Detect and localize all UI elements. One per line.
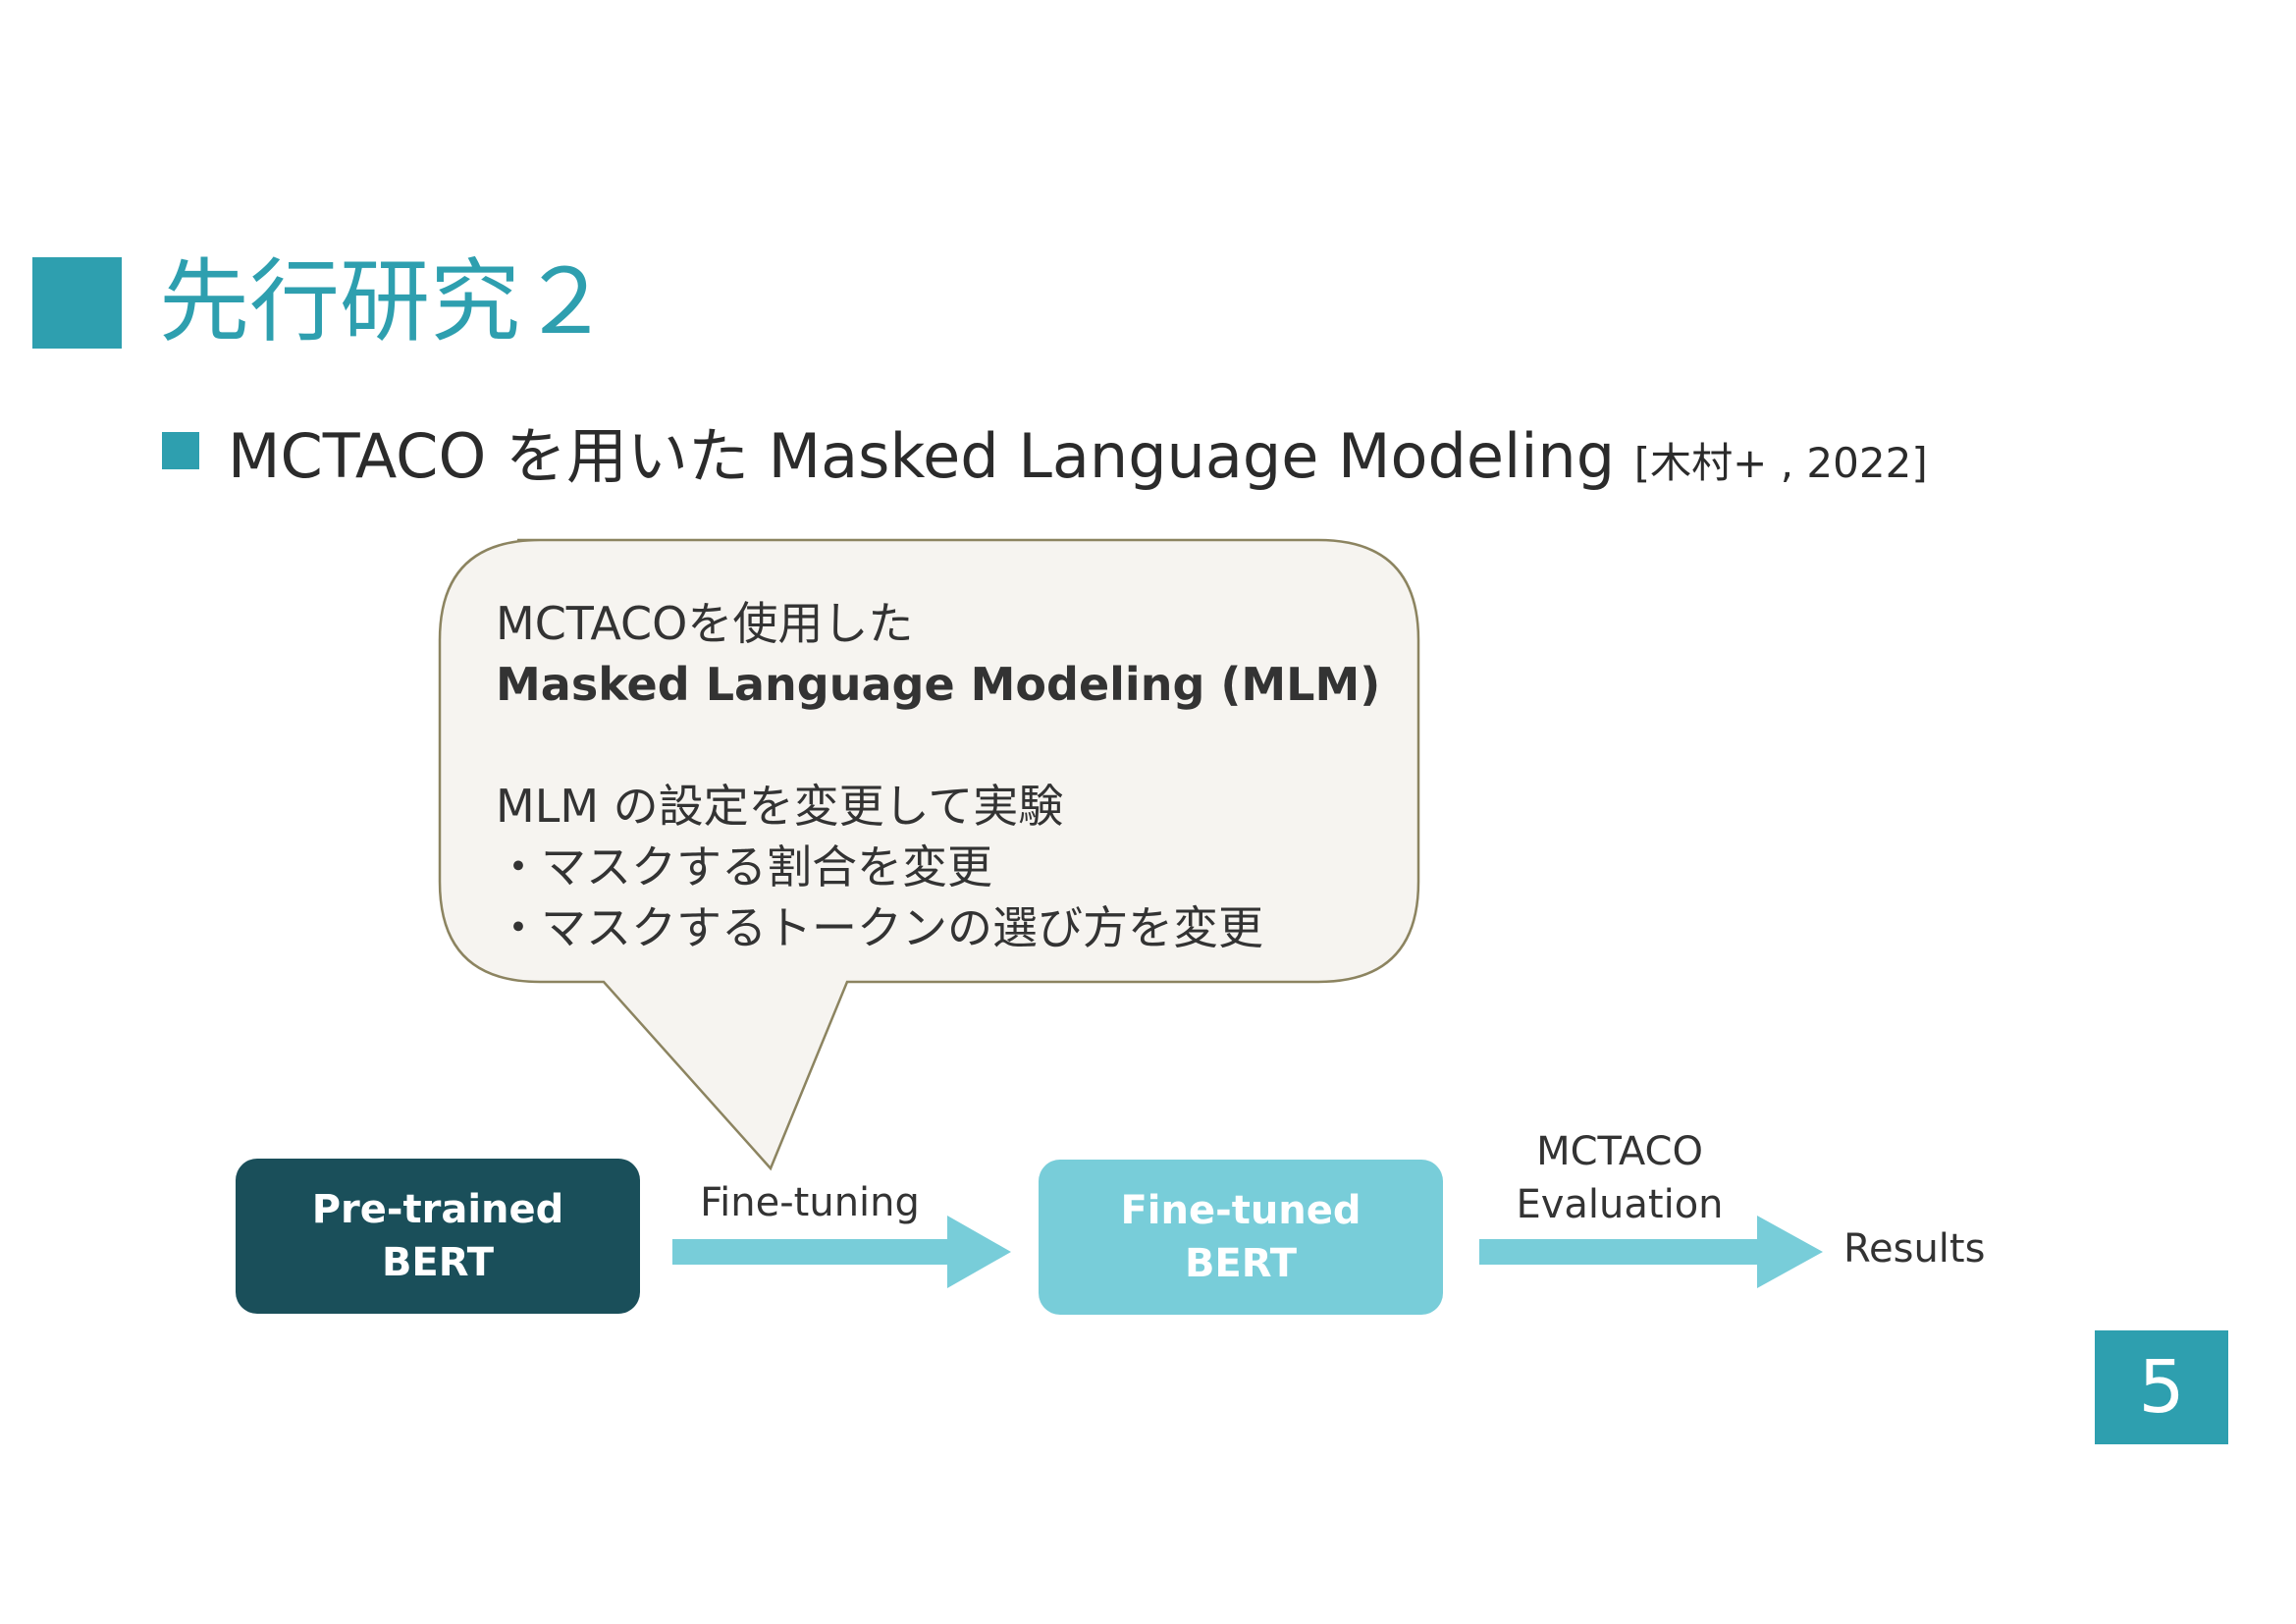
results-label: Results [1843, 1226, 1986, 1272]
evaluation-line-1: MCTACO [1536, 1129, 1703, 1174]
subtitle-main: MCTACO を用いた Masked Language Modeling [228, 420, 1616, 492]
callout-blank-line [496, 715, 1380, 776]
finetuned-line-2: BERT [1184, 1241, 1298, 1286]
bullet-marker [162, 432, 199, 469]
callout-text: MCTACOを使用した Masked Language Modeling (ML… [496, 593, 1380, 958]
subtitle-citation: [木村+ , 2022] [1633, 439, 1928, 487]
callout-line-2: Masked Language Modeling (MLM) [496, 658, 1381, 711]
finetuned-line-1: Fine-tuned [1120, 1188, 1362, 1233]
pretrained-bert-box: Pre-trained BERT [236, 1159, 640, 1314]
evaluation-line-2: Evaluation [1516, 1182, 1724, 1227]
callout-line-3: MLM の設定を変更して実験 [496, 780, 1064, 833]
evaluation-label: MCTACO Evaluation [1472, 1125, 1767, 1231]
pretrained-line-1: Pre-trained [311, 1187, 564, 1232]
slide-title: 先行研究２ [159, 249, 612, 354]
callout-line-1: MCTACOを使用した [496, 597, 914, 650]
pretrained-line-2: BERT [381, 1240, 495, 1285]
callout-bubble [438, 538, 1420, 1171]
finetuned-bert-box: Fine-tuned BERT [1039, 1160, 1443, 1315]
evaluation-arrow [1479, 1216, 1823, 1288]
fine-tuning-label: Fine-tuning [700, 1180, 920, 1225]
page-number: 5 [2095, 1330, 2228, 1444]
fine-tuning-arrow [672, 1216, 1011, 1288]
subtitle: MCTACO を用いた Masked Language Modeling [木村… [228, 412, 1928, 508]
title-marker [32, 257, 122, 349]
callout-line-4: ・マスクする割合を変更 [496, 840, 992, 893]
callout-line-5: ・マスクするトークンの選び方を変更 [496, 901, 1263, 954]
